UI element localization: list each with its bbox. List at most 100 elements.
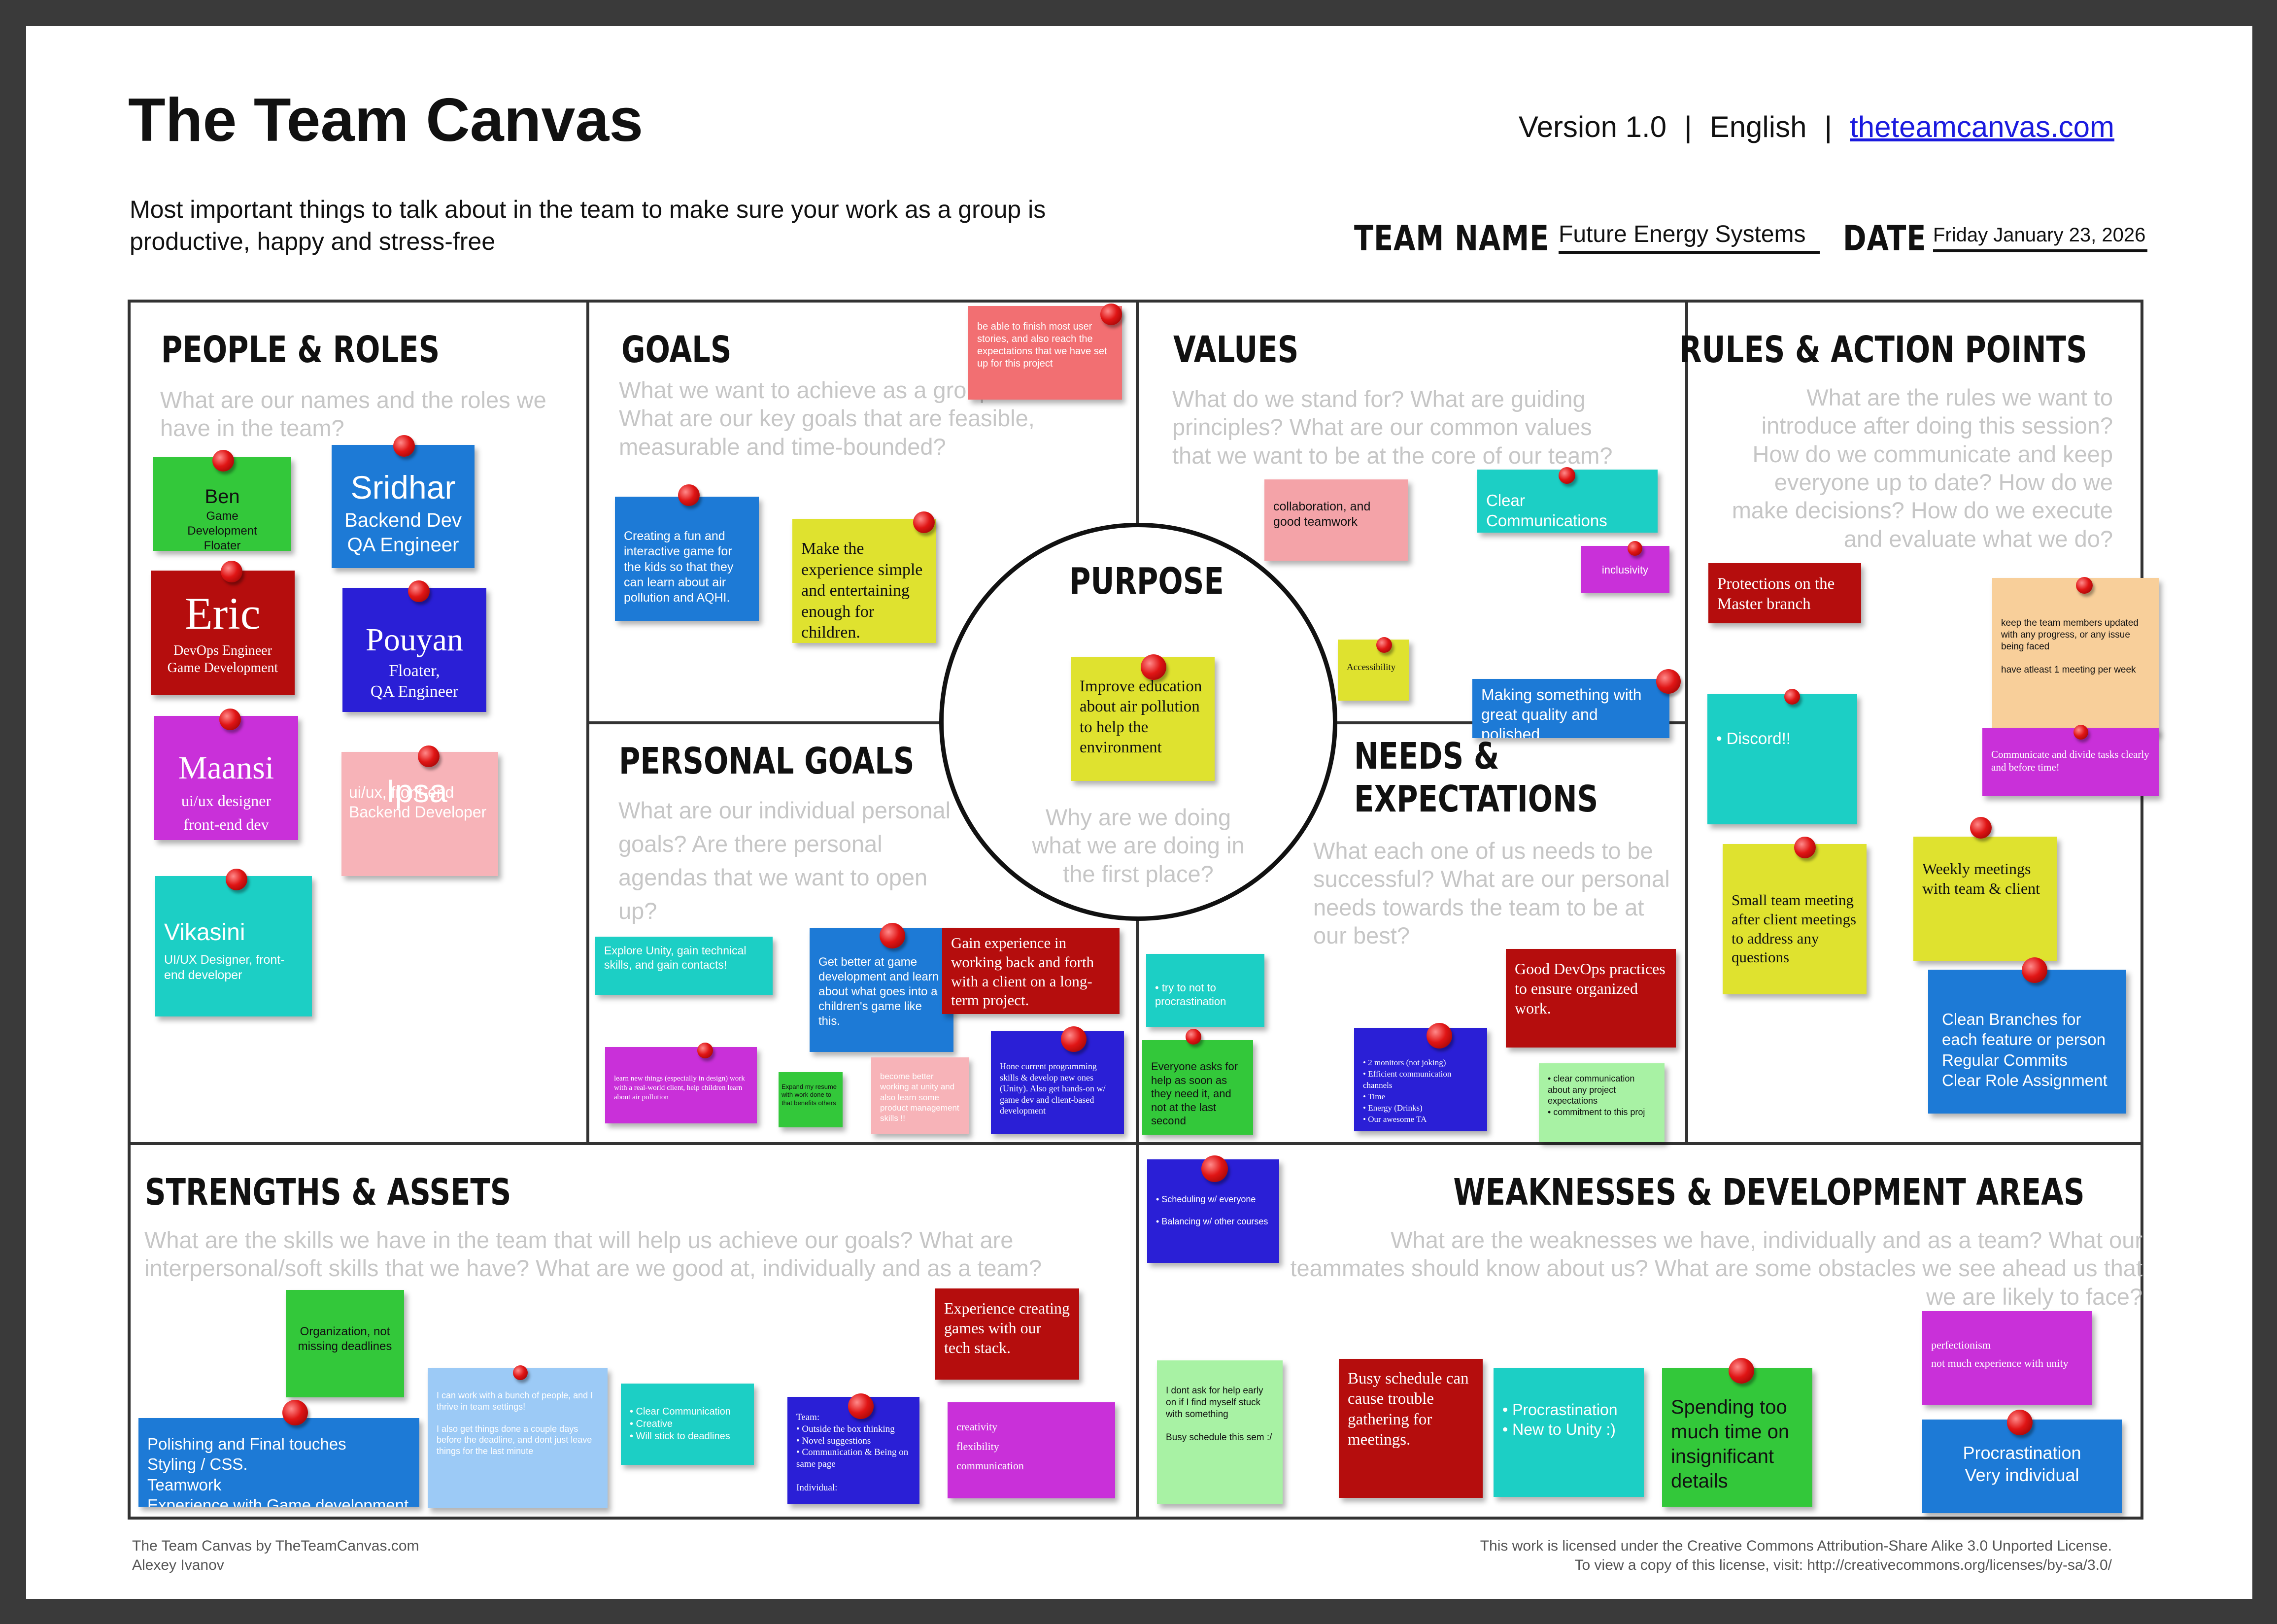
sticky-note-val-access[interactable]: Accessibility	[1338, 640, 1409, 701]
sticky-note-pg-hone[interactable]: Hone current programming skills & develo…	[991, 1031, 1124, 1134]
pin-icon	[212, 450, 234, 472]
pin-icon	[2073, 725, 2088, 740]
page-title: The Team Canvas	[128, 86, 644, 154]
header-meta: Version 1.0 | English | theteamcanvas.co…	[1519, 110, 2114, 144]
pin-icon	[1628, 541, 1642, 556]
website-link[interactable]: theteamcanvas.com	[1850, 110, 2114, 143]
sticky-note-rule-branches[interactable]: Clean Branches for each feature or perso…	[1928, 970, 2126, 1114]
sticky-note-val-quality[interactable]: Making something with great quality and …	[1472, 679, 1669, 738]
sticky-note-maansi[interactable]: Maansi ui/ux designer front-end dev	[154, 716, 298, 840]
sticky-note-rule-divide[interactable]: Communicate and divide tasks clearly and…	[1982, 728, 2159, 796]
sticky-note-pg-unity2[interactable]: become better working at unity and also …	[871, 1057, 969, 1134]
team-name-label: TEAM NAME	[1354, 218, 1550, 259]
note-role: QA Engineer	[347, 534, 459, 556]
note-role: DevOps Engineer	[173, 643, 272, 658]
sticky-note-sridhar[interactable]: Sridhar Backend Dev QA Engineer	[332, 445, 475, 568]
footer-author: Alexey Ivanov	[132, 1557, 224, 1573]
sticky-note-ben[interactable]: Ben Game Development Floater	[153, 457, 291, 551]
footer-license-link[interactable]: To view a copy of this license, visit: h…	[1574, 1557, 2112, 1573]
sticky-note-rule-weekly[interactable]: Weekly meetings with team & client	[1913, 837, 2057, 961]
pin-icon	[513, 1365, 528, 1380]
team-name-field[interactable]: Future Energy Systems	[1559, 221, 1820, 254]
note-role: Game Development Floater	[187, 509, 257, 551]
pin-icon	[1427, 1023, 1452, 1049]
pin-icon	[408, 580, 430, 602]
note-role: ui/ux, front-end Backend Developer	[349, 783, 487, 821]
sticky-note-wk-procrast[interactable]: • Procrastination • New to Unity :)	[1494, 1368, 1644, 1497]
sticky-note-wk-spending[interactable]: Spending too much time on insignificant …	[1662, 1368, 1812, 1507]
note-name: Vikasini	[164, 919, 245, 946]
section-title-strengths: STRENGTHS & ASSETS	[145, 1171, 511, 1214]
pin-icon	[880, 923, 905, 948]
pin-icon	[678, 484, 700, 506]
pin-icon	[848, 1393, 874, 1419]
sticky-note-goal-simple[interactable]: Make the experience simple and entertain…	[792, 519, 936, 643]
section-title-people-roles: PEOPLE & ROLES	[161, 329, 440, 371]
sticky-note-wk-individual[interactable]: Procrastination Very individual	[1922, 1420, 2122, 1513]
section-title-weaknesses: WEAKNESSES & DEVELOPMENT AREAS	[1453, 1171, 2085, 1214]
note-name: Ben	[204, 486, 240, 508]
sticky-note-rule-discord[interactable]: • Discord!!	[1707, 694, 1857, 824]
canvas-page: The Team Canvas Version 1.0 | English | …	[26, 26, 2252, 1599]
pin-icon	[1061, 1026, 1087, 1052]
sticky-note-wk-perfect[interactable]: perfectionism not much experience with u…	[1922, 1311, 2092, 1405]
section-title-values: VALUES	[1173, 329, 1299, 371]
sticky-note-wk-ask[interactable]: I dont ask for help early on if I find m…	[1157, 1360, 1283, 1504]
pin-icon	[1376, 637, 1392, 653]
pin-icon	[1794, 837, 1816, 858]
note-role: Backend Dev	[344, 509, 462, 531]
section-question-purpose: Why are we doing what we are doing in th…	[1032, 804, 1245, 887]
section-question-people-roles: What are our names and the roles we have…	[160, 387, 546, 441]
pin-icon	[2022, 957, 2047, 983]
note-role: QA Engineer	[370, 682, 459, 701]
sticky-note-pg-unity[interactable]: Explore Unity, gain technical skills, an…	[595, 937, 773, 995]
sticky-note-ne-asks[interactable]: Everyone asks for help as soon as they n…	[1142, 1040, 1253, 1135]
pin-icon	[697, 1043, 713, 1058]
pin-icon	[282, 1400, 308, 1425]
sticky-note-ipsa[interactable]: ui/ux, front-end Backend Developer Ipsa	[341, 752, 498, 876]
section-question-needs: What each one of us needs to be successf…	[1313, 838, 1670, 948]
sticky-note-pg-learn[interactable]: learn new things (especially in design) …	[605, 1047, 757, 1123]
sticky-note-vikasini[interactable]: Vikasini UI/UX Designer, front-end devel…	[155, 876, 312, 1016]
pin-icon	[1141, 654, 1166, 680]
pin-icon	[226, 869, 247, 890]
pin-icon	[1970, 817, 1992, 839]
section-title-personal-goals: PERSONAL GOALS	[619, 740, 915, 782]
sticky-note-ne-devops[interactable]: Good DevOps practices to ensure organize…	[1506, 949, 1676, 1048]
section-question-weaknesses: What are the weaknesses we have, individ…	[1290, 1227, 2142, 1310]
sticky-note-pouyan[interactable]: Pouyan Floater, QA Engineer	[342, 588, 486, 712]
pin-icon	[418, 745, 440, 767]
sticky-note-ne-clear[interactable]: • clear communication about any project …	[1539, 1063, 1665, 1142]
pin-icon	[1186, 1029, 1201, 1045]
sticky-note-st-org[interactable]: Organization, not missing deadlines	[286, 1290, 404, 1397]
sticky-note-ne-monitors[interactable]: • 2 monitors (not joking) • Efficient co…	[1354, 1028, 1487, 1131]
sticky-note-rule-small[interactable]: Small team meeting after client meetings…	[1723, 844, 1867, 994]
sticky-note-st-creative[interactable]: creativity flexibility communication	[948, 1402, 1115, 1498]
sticky-note-pg-experience[interactable]: Gain experience in working back and fort…	[942, 928, 1120, 1014]
note-role: Game Development	[167, 660, 278, 676]
sticky-note-goal-stories[interactable]: be able to finish most user stories, and…	[968, 306, 1122, 400]
meta-separator: |	[1824, 110, 1833, 143]
sticky-note-goal-game[interactable]: Creating a fun and interactive game for …	[615, 497, 759, 621]
sticky-note-pg-better[interactable]: Get better at game development and learn…	[810, 928, 953, 1052]
section-question-strengths: What are the skills we have in the team …	[144, 1227, 1042, 1282]
sticky-note-ne-procrast[interactable]: • try to not to procrastination	[1146, 954, 1264, 1027]
sticky-note-wk-busy[interactable]: Busy schedule can cause trouble gatherin…	[1339, 1359, 1483, 1498]
sticky-note-pg-resume[interactable]: Expand my resume with work done to that …	[779, 1072, 843, 1127]
sticky-note-st-exp[interactable]: Experience creating games with our tech …	[935, 1288, 1079, 1380]
sticky-note-rule-update[interactable]: keep the team members updated with any p…	[1992, 578, 2159, 735]
sticky-note-st-polish[interactable]: Polishing and Final touches Styling / CS…	[138, 1418, 419, 1507]
sticky-note-st-people[interactable]: I can work with a bunch of people, and I…	[428, 1368, 608, 1508]
sticky-note-purpose[interactable]: Improve education about air pollution to…	[1071, 657, 1215, 781]
pin-icon	[1729, 1358, 1754, 1384]
sticky-note-rule-protect[interactable]: Protections on the Master branch	[1708, 563, 1861, 623]
sticky-note-st-comm[interactable]: • Clear Communication • Creative • Will …	[621, 1384, 754, 1465]
pin-icon	[1656, 669, 1681, 694]
sticky-note-val-inclusivity[interactable]: inclusivity	[1581, 546, 1669, 593]
section-question-rules: What are the rules we want to introduce …	[1732, 384, 2113, 552]
section-title-needs-1: NEEDS &	[1354, 735, 1499, 778]
sticky-note-eric[interactable]: Eric DevOps Engineer Game Development	[151, 571, 295, 695]
sticky-note-val-collab[interactable]: collaboration, and good teamwork	[1264, 479, 1408, 561]
note-name: Maansi	[178, 750, 274, 786]
date-field[interactable]: Friday January 23, 2026	[1933, 224, 2147, 252]
